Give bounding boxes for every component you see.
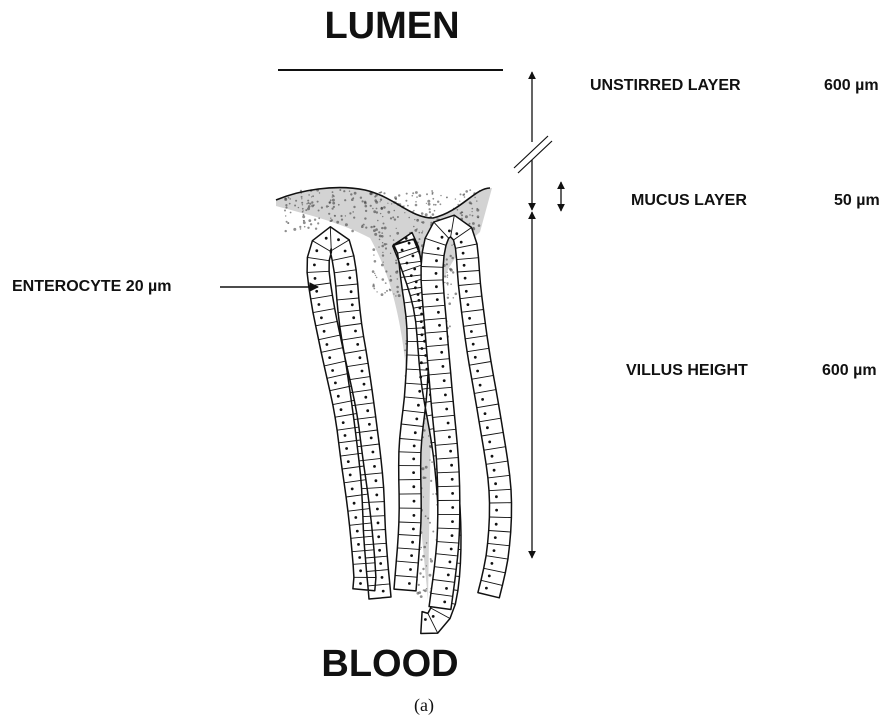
axis-break-mark <box>514 136 548 168</box>
dimension-markers <box>514 72 561 558</box>
enterocyte-label: ENTEROCYTE 20 µm <box>12 278 171 295</box>
mucus-layer-label: MUCUS LAYER <box>631 192 747 209</box>
lumen-label: LUMEN <box>324 5 459 47</box>
unstirred-layer-size: 600 µm <box>824 77 879 94</box>
villus-height-label: VILLUS HEIGHT <box>626 362 748 379</box>
axis-break-mark <box>518 141 552 173</box>
right-villus <box>421 215 511 609</box>
unstirred-layer-label: UNSTIRRED LAYER <box>590 77 741 94</box>
villus-height-size: 600 µm <box>822 362 877 379</box>
blood-label: BLOOD <box>321 643 458 685</box>
mucus-layer-size: 50 µm <box>834 192 880 209</box>
villi-group <box>307 215 511 633</box>
figure-caption: (a) <box>414 695 434 716</box>
left-villus <box>307 227 391 599</box>
